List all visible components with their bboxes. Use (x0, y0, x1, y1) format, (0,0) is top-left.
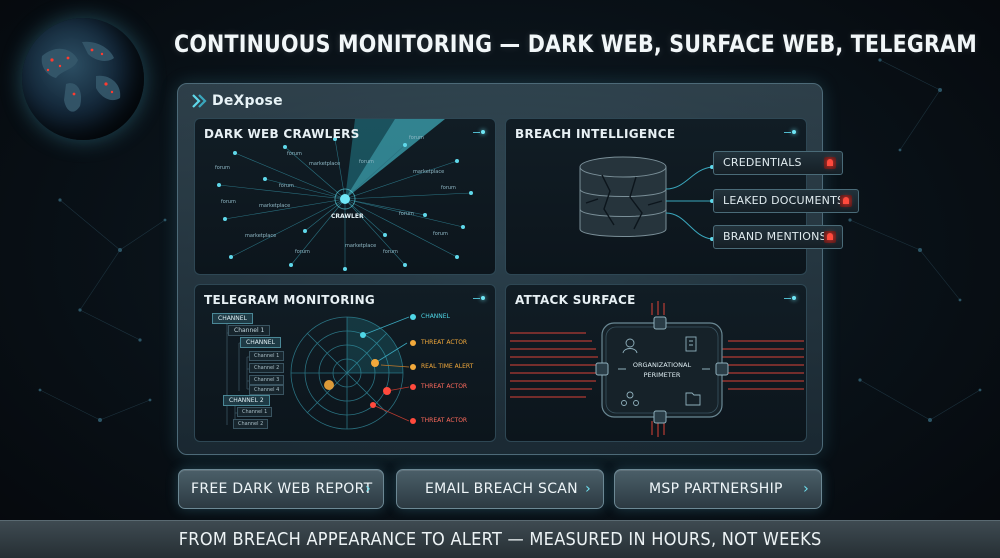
perimeter-label-1: ORGANIZATIONAL (632, 361, 692, 369)
site-label: forum (441, 185, 456, 191)
perimeter-label-2: PERIMETER (643, 371, 681, 379)
site-label: forum (279, 183, 294, 189)
legend-real-time-alert: REAL TIME ALERT (421, 363, 474, 370)
panel-title: BREACH INTELLIGENCE (515, 127, 676, 141)
site-label: forum (287, 151, 302, 157)
globe-icon (22, 18, 144, 140)
breach-item-label: CREDENTIALS (723, 156, 802, 169)
site-label: forum (409, 135, 424, 141)
database-icon (579, 156, 714, 241)
breach-item-leaked-documents[interactable]: LEAKED DOCUMENTS (713, 189, 859, 213)
tree-node-channel-1[interactable]: Channel 1 (228, 325, 271, 336)
site-label: marketplace (309, 161, 341, 167)
brand: DeXpose (192, 93, 283, 109)
cta-label: EMAIL BREACH SCAN (425, 481, 578, 497)
cta-label: FREE DARK WEB REPORT (191, 481, 373, 497)
panel-breach-intelligence[interactable]: BREACH INTELLIGENCE (505, 118, 859, 275)
status-indicator-icon (473, 130, 485, 134)
status-indicator-icon (784, 130, 796, 134)
tree-node-channel-3[interactable]: Channel 3 (249, 375, 285, 385)
legend-threat-actor: THREAT ACTOR (421, 339, 468, 346)
panel-telegram-monitoring[interactable]: TELEGRAM MONITORING (194, 284, 496, 442)
page-title: CONTINUOUS MONITORING — DARK WEB, SURFAC… (174, 30, 977, 58)
legend-threat-actor-red-2: THREAT ACTOR (421, 417, 468, 424)
chevron-right-icon: › (803, 481, 809, 497)
panel-title: DARK WEB CRAWLERS (204, 127, 360, 141)
site-label: forum (295, 249, 310, 255)
footer-banner: FROM BREACH APPEARANCE TO ALERT — MEASUR… (0, 520, 1000, 558)
email-breach-scan-button[interactable]: EMAIL BREACH SCAN › (396, 469, 604, 509)
site-label: forum (359, 159, 374, 165)
tree-node-channel-1c[interactable]: Channel 1 (237, 407, 273, 417)
free-dark-web-report-button[interactable]: FREE DARK WEB REPORT › (178, 469, 384, 509)
msp-partnership-button[interactable]: MSP PARTNERSHIP › (614, 469, 822, 509)
tree-node-channel[interactable]: CHANNEL (212, 313, 253, 324)
alarm-icon (840, 195, 852, 207)
site-label: forum (215, 165, 230, 171)
panel-attack-surface[interactable]: ATTACK SURFACE (505, 284, 807, 442)
panel-title: ATTACK SURFACE (515, 293, 636, 307)
legend-threat-actor-red: THREAT ACTOR (421, 383, 468, 390)
panel-title: TELEGRAM MONITORING (204, 293, 376, 307)
site-label: marketplace (245, 233, 277, 239)
alarm-icon (824, 157, 836, 169)
status-indicator-icon (784, 296, 796, 300)
breach-item-brand-mentions[interactable]: BRAND MENTIONS (713, 225, 843, 249)
footer-text: FROM BREACH APPEARANCE TO ALERT — MEASUR… (178, 529, 822, 550)
radar-diagram (226, 314, 416, 430)
tree-node-channel-2c[interactable]: Channel 2 (233, 419, 269, 429)
perimeter-diagram (510, 301, 804, 437)
status-indicator-icon (473, 296, 485, 300)
tree-node-channel-4[interactable]: Channel 4 (249, 385, 285, 395)
breach-item-credentials[interactable]: CREDENTIALS (713, 151, 843, 175)
site-label: marketplace (345, 243, 377, 249)
alarm-icon (824, 231, 836, 243)
tree-node-channel-2[interactable]: CHANNEL 2 (223, 395, 270, 406)
crawler-graph (217, 119, 473, 271)
legend-channel: CHANNEL (421, 313, 450, 320)
breach-item-label: BRAND MENTIONS (723, 230, 827, 243)
cta-label: MSP PARTNERSHIP (649, 481, 783, 497)
dexpose-logo-icon (192, 94, 207, 108)
chevron-right-icon: › (365, 481, 371, 497)
brand-name: DeXpose (212, 93, 283, 109)
tree-node-channel-sub[interactable]: CHANNEL (240, 337, 281, 348)
site-label: marketplace (259, 203, 291, 209)
tree-node-channel-1b[interactable]: Channel 1 (249, 351, 285, 361)
crawler-label: CRAWLER (331, 213, 364, 220)
chevron-right-icon: › (585, 481, 591, 497)
site-label: forum (221, 199, 236, 205)
site-label: forum (399, 211, 414, 217)
breach-item-label: LEAKED DOCUMENTS (723, 194, 845, 207)
tree-node-channel-2b[interactable]: Channel 2 (249, 363, 285, 373)
site-label: forum (383, 249, 398, 255)
dashboard-window: DeXpose DARK WEB CRAWLERS (177, 83, 859, 455)
site-label: forum (433, 231, 448, 237)
site-label: marketplace (413, 169, 445, 175)
panel-dark-web-crawlers[interactable]: DARK WEB CRAWLERS (194, 118, 496, 275)
